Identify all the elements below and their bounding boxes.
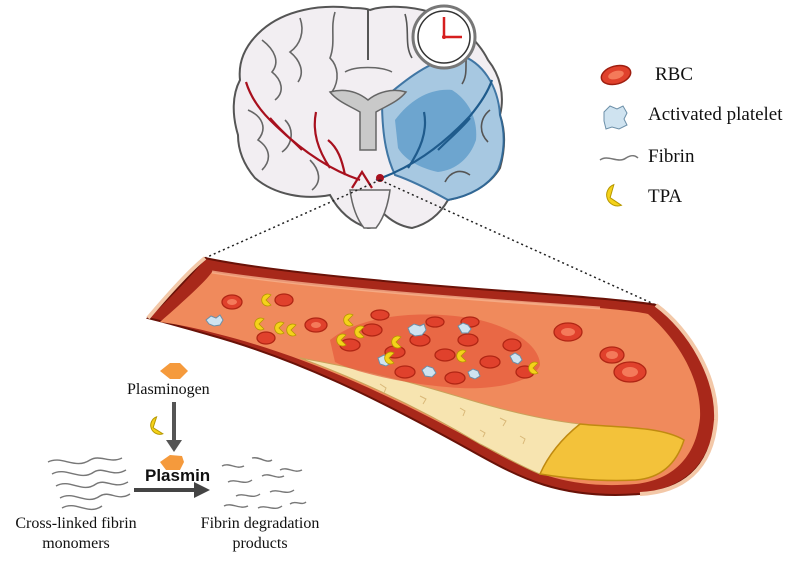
lateral-ventricles [328,89,408,151]
plasmin-icon [160,455,184,470]
fibrin-strand-icon [599,154,639,161]
plaque-texture [379,383,526,445]
thrombus [330,314,540,389]
legend-label-tpa: TPA [648,186,683,207]
legend [599,64,639,207]
fibrin-fragments-icon [221,456,307,509]
blood-vessel-section [145,256,719,496]
output-label-line1: Fibrin degradation [200,515,320,532]
legend-label-platelet: Activated platelet [648,104,783,125]
tpa-molecules [254,293,539,375]
input-label-line2: monomers [42,535,110,552]
legend-label-fibrin: Fibrin [648,146,695,167]
plasminogen-icon [160,363,188,379]
corpus-callosum [344,66,393,73]
occlusion-site [376,174,384,182]
plasminogen-label: Plasminogen [127,381,210,398]
activated-platelet-icon [603,105,628,130]
plasmin-label: Plasmin [145,466,211,485]
tpa-enzyme-icon [150,416,164,435]
degradation-arrow-head [194,482,210,498]
activated-platelets [205,314,523,380]
input-label-line1: Cross-linked fibrin [15,515,137,532]
legend-label-rbc: RBC [655,64,694,85]
fibrinolysis-pathway [47,363,307,511]
vessel-cut-edge [639,303,719,496]
ischemic-core [395,89,477,172]
red-blood-cells [221,293,647,385]
output-label-line2: products [232,535,288,552]
activation-arrow-head [166,440,182,452]
cerebral-arteries-right [375,79,494,182]
red-blood-cell-icon [600,64,632,86]
clock-icon [411,4,477,70]
cross-linked-fibrin-icon [47,457,131,511]
cerebral-arteries-left [244,81,373,189]
vessel-opening-ring [146,256,207,320]
tpa-pacman-icon [606,183,623,207]
zoom-line-right [379,179,657,306]
zoom-line-left [204,179,381,259]
lumen-highlight [211,270,601,310]
brainstem [349,189,391,229]
plaque-core [538,423,685,482]
rbc-centers [227,299,638,377]
gyri-left [247,11,338,191]
